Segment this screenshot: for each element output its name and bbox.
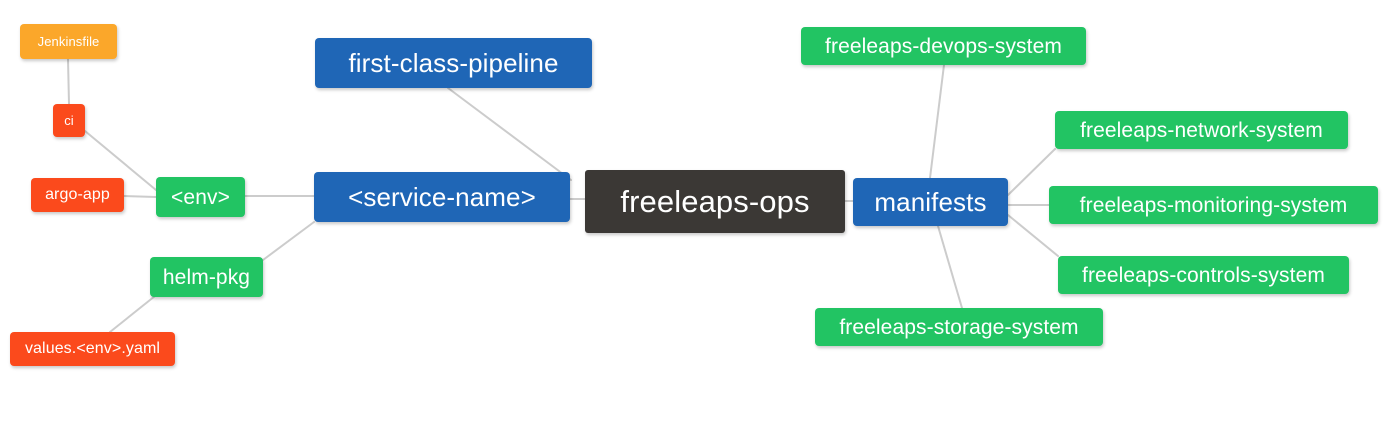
node-label: freeleaps-storage-system: [839, 315, 1079, 339]
node-label: freeleaps-controls-system: [1082, 263, 1325, 287]
node-freeleaps-storage-system[interactable]: freeleaps-storage-system: [815, 308, 1103, 346]
node-label: freeleaps-monitoring-system: [1079, 193, 1348, 217]
node-label: <service-name>: [348, 182, 536, 212]
node-label: freeleaps-devops-system: [825, 34, 1062, 58]
node-service-name[interactable]: <service-name>: [314, 172, 570, 222]
node-values-yaml[interactable]: values.<env>.yaml: [10, 332, 175, 366]
node-argo-app[interactable]: argo-app: [31, 178, 124, 212]
edge-service-name-to-helm-pkg: [262, 221, 315, 261]
node-freeleaps-ops[interactable]: freeleaps-ops: [585, 170, 845, 233]
node-label: ci: [64, 113, 74, 128]
node-label: argo-app: [45, 186, 110, 203]
node-first-class-pipeline[interactable]: first-class-pipeline: [315, 38, 592, 88]
edge-argo-app-to-env: [123, 195, 157, 198]
node-label: helm-pkg: [162, 265, 251, 289]
node-freeleaps-devops-system[interactable]: freeleaps-devops-system: [801, 27, 1086, 65]
node-freeleaps-network-system[interactable]: freeleaps-network-system: [1055, 111, 1348, 149]
node-helm-pkg[interactable]: helm-pkg: [150, 257, 263, 297]
edge-manifests-to-freeleaps-network-system: [1007, 148, 1056, 196]
node-label: manifests: [874, 187, 987, 217]
node-env[interactable]: <env>: [156, 177, 245, 217]
edge-manifests-to-freeleaps-devops-system: [929, 64, 945, 179]
edge-helm-pkg-to-values-yaml: [109, 291, 161, 333]
node-label: freeleaps-network-system: [1080, 118, 1323, 142]
edge-service-name-to-first-class-pipeline: [447, 87, 572, 181]
edge-manifests-to-freeleaps-storage-system: [937, 225, 963, 309]
node-jenkinsfile[interactable]: Jenkinsfile: [20, 24, 117, 59]
node-label: first-class-pipeline: [348, 48, 559, 78]
node-label: values.<env>.yaml: [24, 340, 161, 357]
node-label: freeleaps-ops: [620, 184, 810, 219]
node-freeleaps-controls-system[interactable]: freeleaps-controls-system: [1058, 256, 1349, 294]
node-manifests[interactable]: manifests: [853, 178, 1008, 226]
edge-jenkinsfile-to-ci: [67, 58, 70, 105]
node-label: <env>: [171, 185, 230, 209]
node-label: Jenkinsfile: [37, 34, 100, 49]
node-freeleaps-monitoring-system[interactable]: freeleaps-monitoring-system: [1049, 186, 1378, 224]
node-ci[interactable]: ci: [53, 104, 85, 137]
